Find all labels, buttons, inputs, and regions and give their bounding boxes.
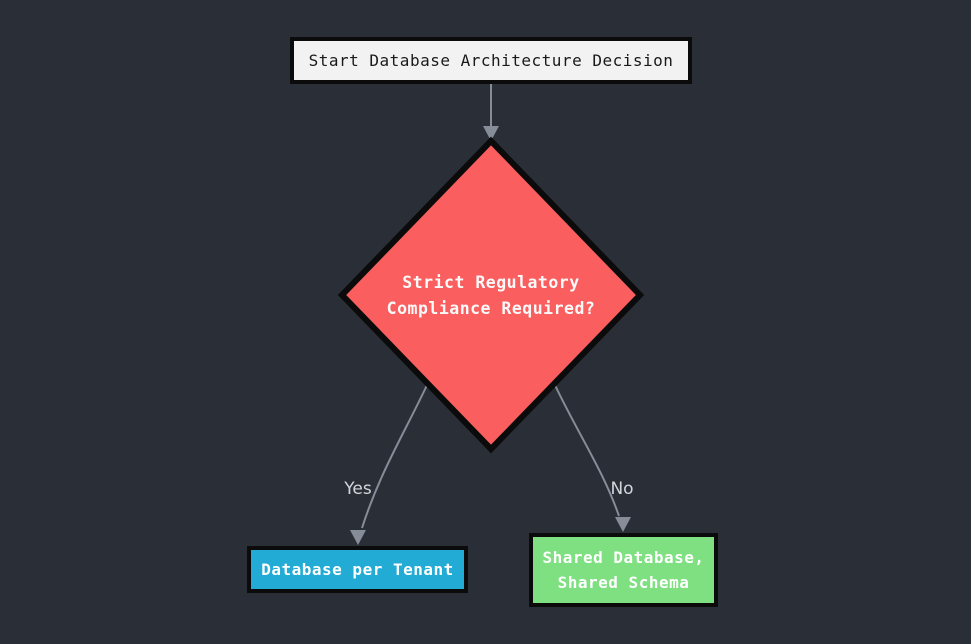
node-start-label: Start Database Architecture Decision	[308, 51, 674, 70]
node-database-per-tenant-label: Database per Tenant	[261, 560, 454, 579]
arrowhead-down-icon	[615, 517, 631, 532]
edge-decision-to-no	[553, 382, 620, 517]
node-start: Start Database Architecture Decision	[290, 37, 692, 84]
node-decision-line2: Compliance Required?	[386, 299, 596, 318]
arrowhead-down-icon	[350, 530, 366, 545]
edge-label-yes: Yes	[344, 479, 372, 499]
node-shared-database-line2: Shared Schema	[557, 573, 690, 592]
node-decision-label: Strict Regulatory Compliance Required?	[341, 270, 641, 322]
node-decision-line1: Strict Regulatory	[402, 273, 580, 292]
node-shared-database-shared-schema: Shared Database, Shared Schema	[529, 533, 718, 607]
edge-decision-to-yes	[361, 382, 429, 529]
node-shared-database-line1: Shared Database,	[542, 548, 705, 567]
arrowhead-down-icon	[483, 126, 499, 141]
decision-diamond	[337, 136, 645, 454]
node-database-per-tenant: Database per Tenant	[247, 546, 468, 593]
edge-label-no: No	[610, 479, 634, 499]
